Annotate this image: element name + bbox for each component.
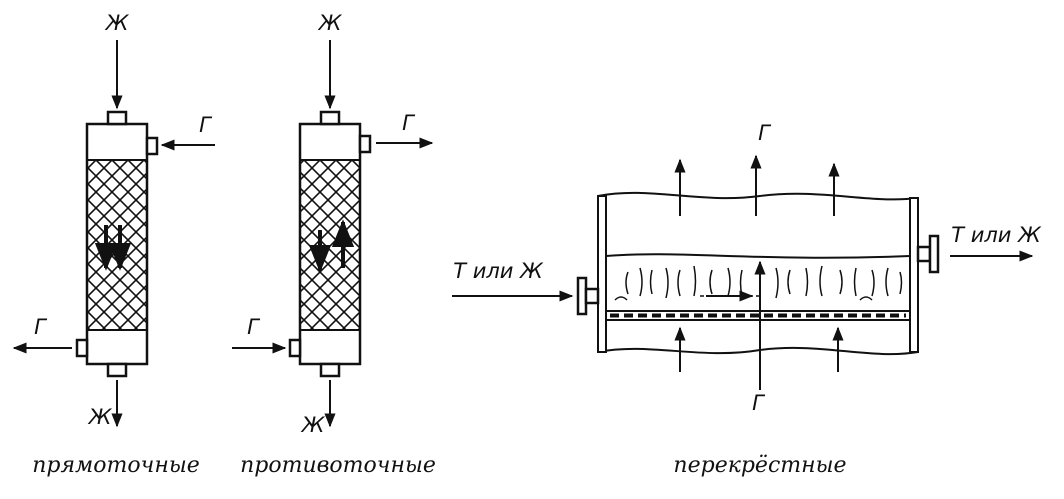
gas-inlet-nozzle xyxy=(288,338,302,358)
gas-outlet-label: Г xyxy=(34,315,48,339)
liquid-inlet-label: Ж xyxy=(104,11,130,35)
material-upper-boundary xyxy=(605,253,911,259)
packing-bed xyxy=(299,159,361,331)
bottom-nozzle xyxy=(106,362,128,378)
left-wall xyxy=(597,195,607,353)
top-nozzle xyxy=(106,110,128,126)
right-wall xyxy=(909,197,919,353)
caption-crossflow: перекрёстные xyxy=(673,453,846,478)
gas-inlet-nozzle xyxy=(145,136,159,156)
liquid-inlet-label: Ж xyxy=(317,11,343,35)
liquid-outlet-label: Ж xyxy=(300,413,326,437)
liquid-outlet-label: Ж xyxy=(87,405,113,429)
countercurrent-column: Ж Г Г Ж xyxy=(232,11,434,437)
gas-in-label: Г xyxy=(752,391,766,415)
gas-inlet-label: Г xyxy=(247,315,261,339)
caption-countercurrent: противоточные xyxy=(240,453,436,478)
top-nozzle xyxy=(319,110,341,126)
bottom-break-line xyxy=(597,346,919,356)
outlet-flange xyxy=(928,234,940,274)
packing-bed xyxy=(86,159,148,331)
gas-outlet-nozzle xyxy=(358,134,372,154)
inlet-nozzle xyxy=(584,287,600,305)
gas-outlet-nozzle xyxy=(75,338,89,358)
caption-cocurrent: прямоточные xyxy=(32,453,200,478)
cocurrent-column: Ж Г Г Ж xyxy=(12,11,215,429)
crossflow-apparatus: Г Г Т или Ж Т или Ж xyxy=(452,121,1042,415)
material-inlet-label: Т или Ж xyxy=(453,259,544,283)
gas-out-label: Г xyxy=(758,121,772,145)
bulk-material-texture xyxy=(614,265,903,301)
outlet-nozzle xyxy=(916,245,932,263)
bottom-nozzle xyxy=(319,362,341,378)
gas-inlet-label: Г xyxy=(199,113,213,137)
gas-outlet-label: Г xyxy=(402,111,416,135)
material-outlet-label: Т или Ж xyxy=(951,223,1042,247)
top-break-line xyxy=(597,191,919,201)
